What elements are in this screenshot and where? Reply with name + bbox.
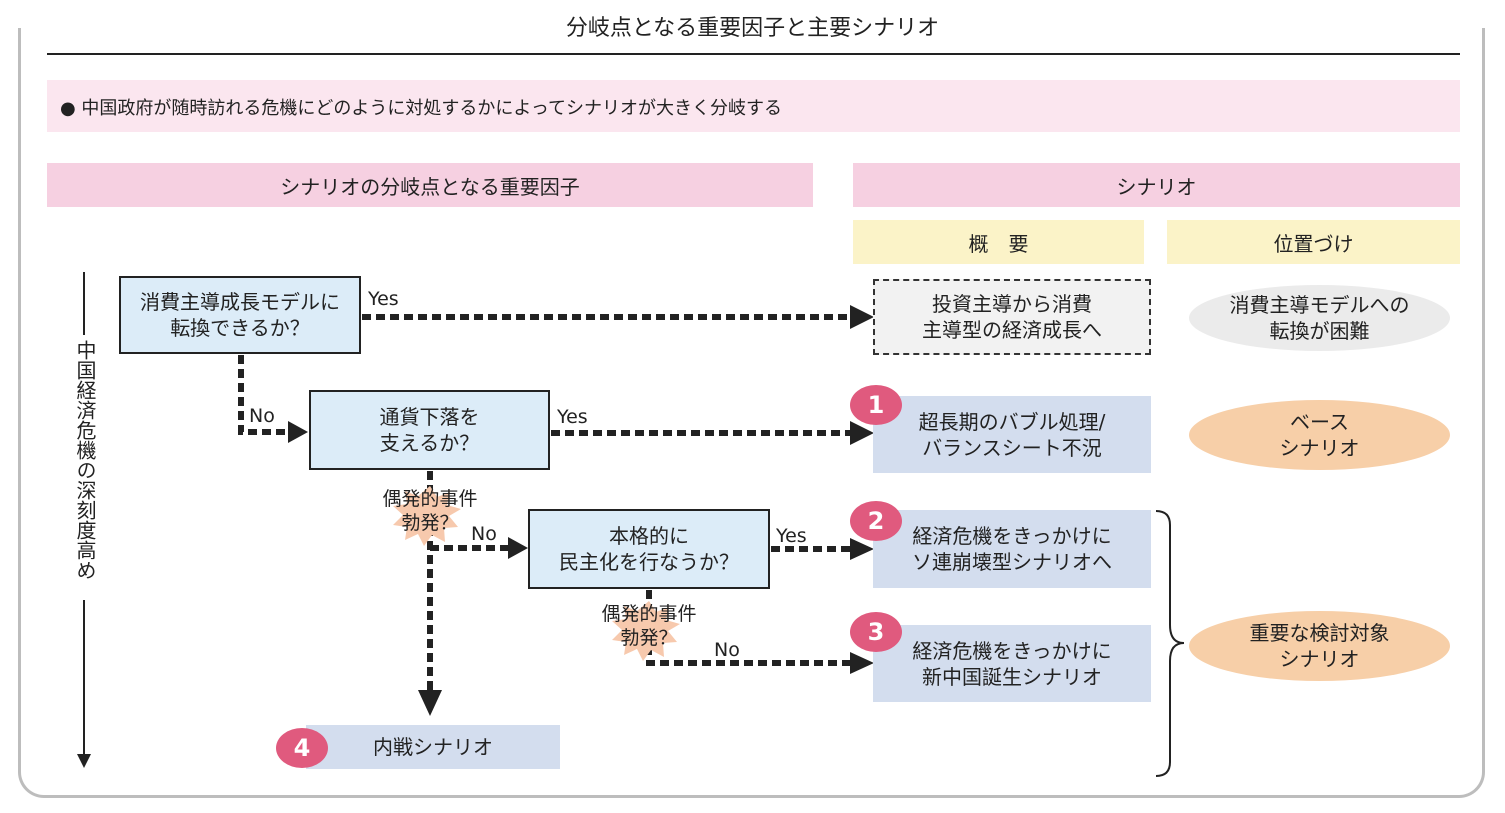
random-event-label: 偶発的事件 勃発？ (601, 603, 697, 649)
scenario-number-badge: 4 (276, 728, 328, 768)
scenario-number-badge: 3 (850, 612, 902, 652)
event-burst-2 (612, 601, 680, 661)
arrowhead (850, 305, 874, 329)
factors-header: シナリオの分岐点となる重要因子 (47, 163, 813, 207)
question-currency-support: 通貨下落を 支えるか？ (309, 390, 550, 470)
arrowhead (850, 538, 874, 560)
position-base-scenario: ベース シナリオ (1189, 400, 1450, 470)
scenario-number-badge: 2 (850, 501, 902, 541)
outer-frame (18, 28, 1485, 798)
scenario-investment-to-consumption: 投資主導から消費 主導型の経済成長へ (873, 279, 1151, 355)
scenario-group-brace (1155, 510, 1185, 777)
edge-label-yes: Yes (557, 406, 588, 428)
position-difficult-transition: 消費主導モデルへの 転換が困難 (1189, 285, 1450, 351)
edge-q3-no (646, 590, 852, 666)
edge-label-no: No (714, 639, 740, 661)
question-consumption-model: 消費主導成長モデルに 転換できるか？ (119, 276, 361, 354)
title-divider (47, 53, 1460, 55)
scenario-1-balance-sheet-recession: 超長期のバブル処理/ バランスシート不況 (873, 396, 1151, 473)
arrowhead (850, 421, 874, 445)
arrowhead (418, 690, 442, 716)
edge-label-yes: Yes (776, 525, 807, 547)
scenario-number-badge: 1 (850, 385, 902, 425)
scenario-3-new-china: 経済危機をきっかけに 新中国誕生シナリオ (873, 625, 1151, 702)
arrowhead (508, 537, 528, 559)
position-key-scenarios: 重要な検討対象 シナリオ (1189, 611, 1450, 681)
random-event-label: 偶発的事件 勃発？ (382, 488, 478, 534)
overview-header: 概 要 (853, 220, 1144, 264)
summary-note: ● 中国政府が随時訪れる危機にどのように対処するかによってシナリオが大きく分岐す… (60, 98, 782, 119)
arrowhead (288, 421, 308, 443)
position-header: 位置づけ (1167, 220, 1460, 264)
arrowhead (850, 652, 874, 674)
page-title: 分岐点となる重要因子と主要シナリオ (565, 16, 940, 41)
event-burst-1 (393, 486, 461, 546)
severity-axis-arrowhead (77, 754, 91, 768)
edge-label-no: No (471, 523, 497, 545)
edge-q1-no (238, 355, 290, 435)
scenario-4-civil-war: 内戦シナリオ (306, 725, 560, 769)
summary-note-band (47, 80, 1460, 132)
severity-axis-label: 中国経済危機の深刻度高め (72, 340, 97, 580)
scenario-2-soviet-collapse: 経済危機をきっかけに ソ連崩壊型シナリオへ (873, 510, 1151, 588)
edge-label-no: No (249, 405, 275, 427)
edge-label-yes: Yes (368, 288, 399, 310)
scenario-header: シナリオ (853, 163, 1460, 207)
question-democratization: 本格的に 民主化を行なうか？ (528, 509, 770, 589)
